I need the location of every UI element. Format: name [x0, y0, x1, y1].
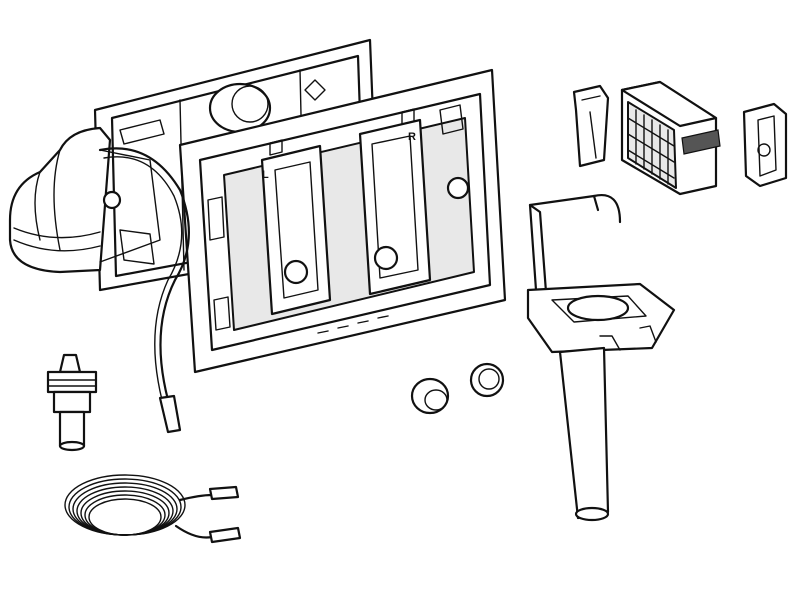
connection-housing — [8, 126, 161, 274]
coiled-cable — [64, 474, 242, 544]
cover-cap-left — [410, 377, 450, 415]
right-marking: R — [408, 131, 416, 143]
holder-clip — [742, 102, 788, 188]
cover-cap-right — [469, 362, 505, 398]
valve-insert — [46, 353, 98, 452]
mounting-tool — [526, 193, 676, 522]
left-marking: L — [262, 169, 269, 181]
clip-bracket — [572, 84, 610, 168]
actuator-frame: L R — [178, 68, 507, 374]
filter-module — [620, 80, 721, 196]
sensor-cable — [98, 147, 190, 434]
